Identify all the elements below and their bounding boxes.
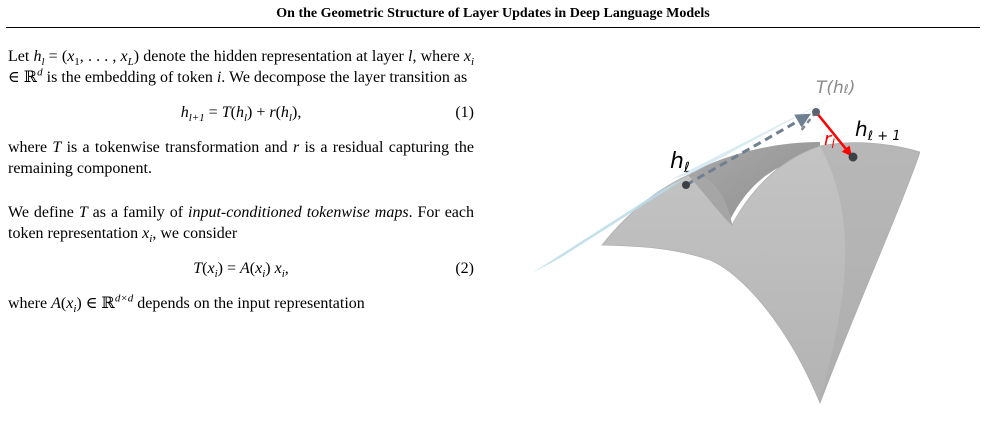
manifold-figure: T(hℓ) hℓ hℓ + 1 rl xyxy=(520,60,920,420)
label-h-l-plus-1: hℓ + 1 xyxy=(855,117,901,144)
transform-arrow xyxy=(685,113,811,187)
left-column: Let hl = (x1, . . . , xL) denote the hid… xyxy=(8,46,475,316)
manifold-figure-svg: T(hℓ) hℓ hℓ + 1 rl xyxy=(532,78,920,405)
paragraph-residual: where T is a tokenwise transformation an… xyxy=(8,139,474,177)
equation-2-number: (2) xyxy=(455,260,474,277)
label-h-l: hℓ xyxy=(670,149,690,176)
point-h-l xyxy=(682,181,690,189)
surface-ridge-shadow xyxy=(688,174,732,225)
header-rule xyxy=(6,27,980,28)
tangent-plane xyxy=(532,178,686,273)
label-T-h: T(hℓ) xyxy=(816,78,855,98)
paragraph-input-conditioned: We define T as a family of input-conditi… xyxy=(8,204,474,246)
point-T-h xyxy=(812,108,820,116)
equation-2-body: T(xi) = A(xi) xi, xyxy=(193,260,289,281)
paragraph-A-matrix: where A(xi) ∈ ℝd×d depends on the input … xyxy=(8,292,365,316)
surface-right-shadow xyxy=(820,142,920,403)
equation-1-number: (1) xyxy=(455,104,474,121)
point-h-l-plus-1 xyxy=(848,152,858,162)
equation-1: hl+1 = T(hl) + r(hl), (1) xyxy=(8,102,474,124)
equation-1-body: hl+1 = T(hl) + r(hl), xyxy=(180,104,302,125)
equation-2: T(xi) = A(xi) xi, (2) xyxy=(8,258,474,280)
residual-arrow xyxy=(815,111,852,157)
label-r: rl xyxy=(824,129,835,151)
running-header: On the Geometric Structure of Layer Upda… xyxy=(276,6,710,21)
projection-dash xyxy=(799,111,817,133)
paragraph-hidden-representation: Let hl = (x1, . . . , xL) denote the hid… xyxy=(8,48,475,86)
